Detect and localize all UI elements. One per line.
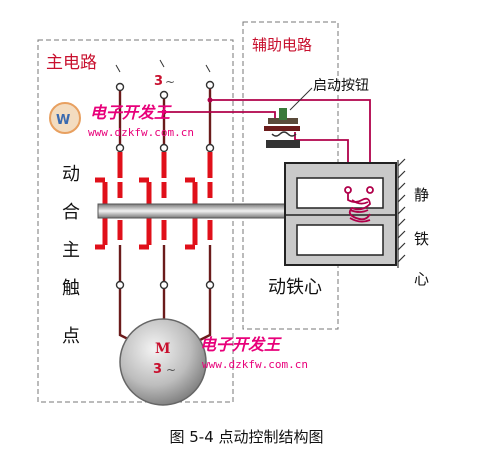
watermark-bottom: 电子开发王 www.dzkfw.com.cn (200, 335, 308, 371)
motor (119, 318, 207, 406)
svg-text:静: 静 (414, 186, 429, 204)
svg-text:铁: 铁 (414, 230, 429, 248)
main-circuit-title: 主电路 (46, 53, 97, 73)
motor-letter: M (155, 341, 171, 357)
watermark-title-top: 电子开发王 (90, 103, 172, 122)
static-core-mount (397, 158, 406, 268)
phase-number: 3 (154, 74, 163, 89)
svg-text:触: 触 (62, 278, 80, 299)
watermark-url-top: www.dzkfw.com.cn (88, 126, 194, 139)
moving-core-label: 动铁心 (268, 277, 322, 298)
start-button-label: 启动按钮 (313, 78, 369, 94)
svg-text:合: 合 (62, 202, 80, 223)
point-control-diagram: 主电路 辅助电路 3 ~ 启动按钮 (37, 21, 429, 406)
svg-text:主: 主 (62, 240, 80, 261)
terminal-ticks (115, 59, 211, 73)
supply-wires (118, 85, 212, 145)
moving-contacts-label: 动 合 主 触 点 (62, 164, 80, 347)
motor-wires (118, 245, 212, 347)
start-button-leader (289, 87, 313, 111)
coil (344, 186, 374, 223)
watermark-title-bottom: 电子开发王 (200, 335, 282, 354)
main-contacts (95, 152, 213, 250)
motor-phase-mark: ~ (166, 363, 176, 377)
motor-phase: 3 (153, 362, 162, 377)
linkage-shaft (97, 203, 289, 219)
svg-text:W: W (56, 113, 70, 128)
svg-text:点: 点 (62, 326, 80, 347)
aux-tap-l2 (161, 109, 167, 115)
start-button[interactable] (264, 108, 300, 148)
watermark-logo-icon (49, 102, 81, 134)
watermark-top: W 电子开发王 www.dzkfw.com.cn (49, 102, 194, 139)
main-circuit-frame (37, 39, 234, 403)
phase-mark: ~ (165, 75, 175, 89)
figure-caption: 图 5-4 点动控制结构图 (169, 428, 324, 446)
supply-terminals (115, 80, 215, 153)
aux-circuit-title: 辅助电路 (252, 36, 312, 54)
electromagnet (284, 162, 397, 266)
static-core-label: 静 铁 心 (414, 186, 429, 288)
motor-terminals (115, 280, 215, 290)
watermark-url-bottom: www.dzkfw.com.cn (202, 358, 308, 371)
aux-tap-l3 (207, 97, 213, 103)
svg-text:动: 动 (62, 164, 80, 185)
svg-text:心: 心 (414, 270, 429, 288)
